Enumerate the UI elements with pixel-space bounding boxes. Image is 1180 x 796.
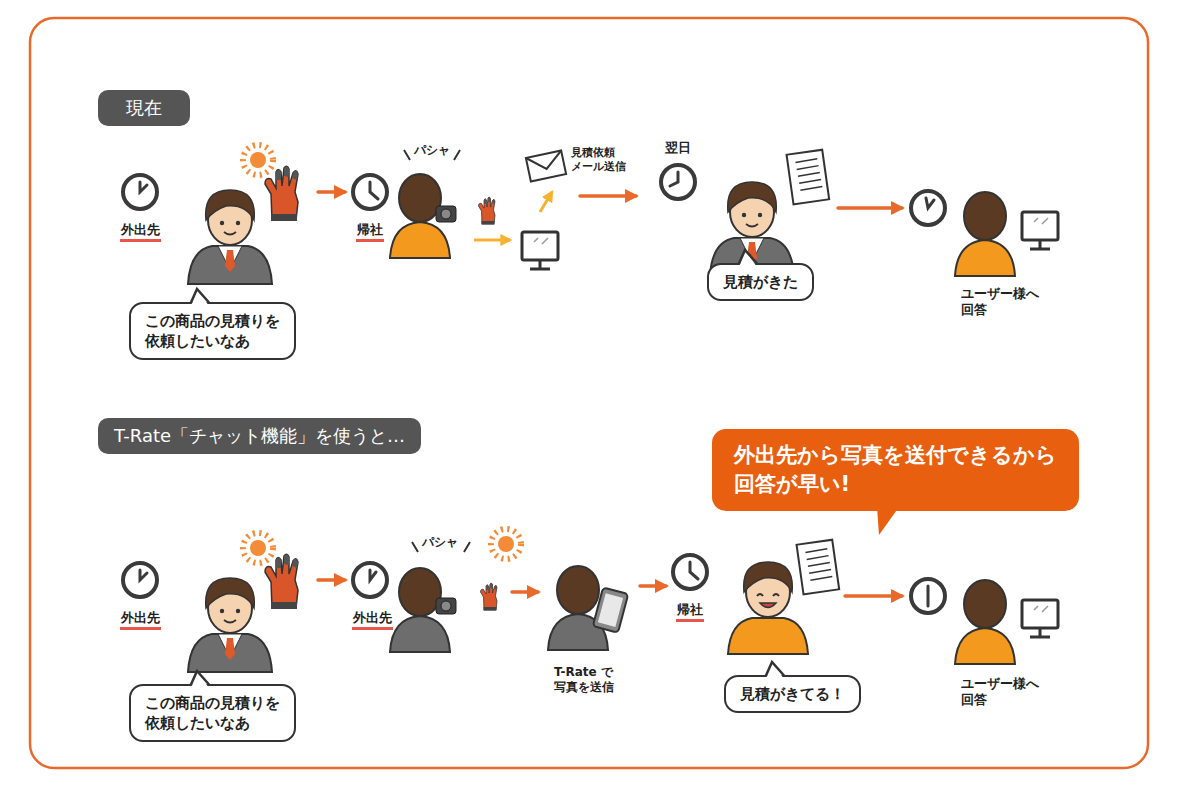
node-text: 外出先から写真を送付できるから 回答が早い! xyxy=(734,441,1057,500)
figures xyxy=(188,145,1058,672)
node-text: 現在 xyxy=(126,96,162,120)
step-label: ユーザー様へ 回答 xyxy=(961,286,1039,319)
node-text: この商品の見積りを 依頼したいなあ xyxy=(145,311,280,352)
bubble-tail xyxy=(191,671,211,687)
section-tag: T-Rate「チャット機能」を使うと… xyxy=(98,418,421,454)
step-label: 帰社 xyxy=(356,222,384,242)
clocks xyxy=(123,165,945,613)
node-text: 見積がきた xyxy=(723,272,798,292)
step-label: ユーザー様へ 回答 xyxy=(961,676,1039,709)
node-text: この商品の見積りを 依頼したいなあ xyxy=(145,693,280,734)
speech-bubble: この商品の見積りを 依頼したいなあ xyxy=(129,302,296,361)
step-label: 外出先 xyxy=(352,610,393,630)
step-label: T-Rate で 写真を送信 xyxy=(554,665,626,695)
section-tag: 現在 xyxy=(98,90,190,126)
callout-box: 外出先から写真を送付できるから 回答が早い! xyxy=(712,429,1079,512)
step-label: 帰社 xyxy=(676,602,704,622)
speech-bubble: 見積がきた xyxy=(707,263,814,301)
bubble-tail xyxy=(877,509,901,535)
step-label: 翌日 xyxy=(665,140,691,156)
step-label: 外出先 xyxy=(120,610,161,630)
step-label: パシャ xyxy=(422,535,458,550)
step-label: 見積依頼 メール送信 xyxy=(571,146,626,174)
step-label: 外出先 xyxy=(120,222,161,242)
bubble-tail xyxy=(739,250,759,266)
node-text: T-Rate「チャット機能」を使うと… xyxy=(114,424,405,448)
speech-bubble: 見積がきてる！ xyxy=(724,675,861,713)
bubble-tail xyxy=(191,289,211,305)
frame xyxy=(30,18,1148,768)
bubble-tail xyxy=(766,662,786,678)
node-text: 見積がきてる！ xyxy=(740,684,845,704)
speech-bubble: この商品の見積りを 依頼したいなあ xyxy=(129,684,296,743)
step-label: パシャ xyxy=(414,143,450,158)
